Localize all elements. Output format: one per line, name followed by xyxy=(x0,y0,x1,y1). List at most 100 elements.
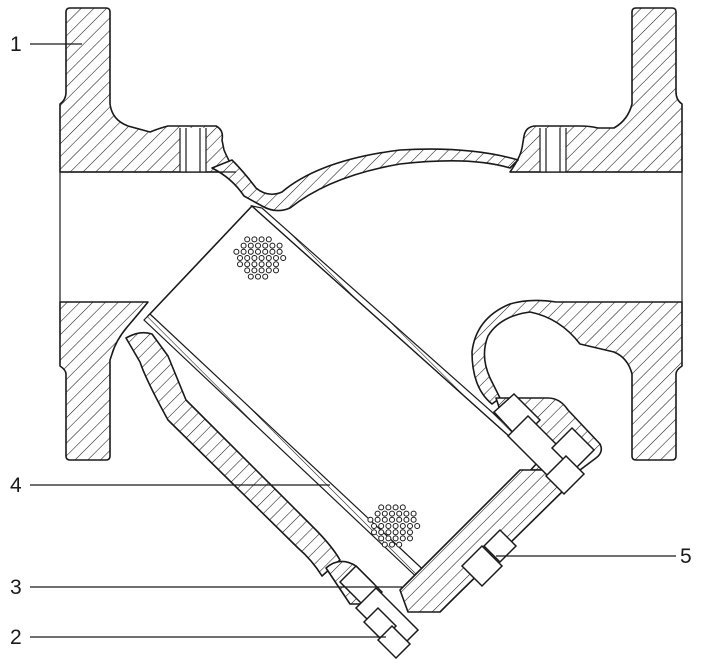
left-flange-upper xyxy=(59,7,237,173)
perforation-hole xyxy=(381,516,388,523)
perforation-hole xyxy=(265,236,272,243)
perforation-hole xyxy=(258,261,265,268)
perforation-hole xyxy=(251,261,258,268)
perforation-hole xyxy=(407,535,413,542)
perforation-hole xyxy=(392,535,399,542)
perforation-hole xyxy=(247,242,254,249)
perforation-hole xyxy=(399,529,406,536)
callout-2: 2 xyxy=(10,626,386,649)
perforation-hole xyxy=(392,529,399,536)
perforation-hole xyxy=(237,261,243,268)
perforation-hole xyxy=(399,535,406,542)
perforation-hole xyxy=(244,261,251,268)
perforation-hole xyxy=(265,255,272,261)
perforation-hole xyxy=(378,504,385,511)
callout-4: 4 xyxy=(10,474,330,497)
cover-bolt-lower-left xyxy=(325,560,420,660)
perforation-hole xyxy=(392,523,399,529)
perforation-hole xyxy=(381,510,388,517)
perforation-hole xyxy=(396,516,403,523)
screen-perforations-upper xyxy=(233,236,287,280)
callout-3-label: 3 xyxy=(10,576,22,599)
perforation-hole xyxy=(237,255,243,261)
perforation-hole xyxy=(392,504,399,511)
perforation-hole xyxy=(251,236,258,243)
left-flange-lower xyxy=(59,301,149,461)
flange-bolt-hole-left xyxy=(179,128,207,172)
flow-passage xyxy=(59,171,683,302)
perforation-hole xyxy=(403,510,410,517)
perforation-hole xyxy=(389,516,395,523)
perforation-hole xyxy=(244,267,251,274)
perforation-hole xyxy=(247,273,254,280)
perforation-hole xyxy=(385,523,392,529)
perforation-hole xyxy=(389,541,395,548)
flange-bolt-hole-right xyxy=(539,128,567,172)
perforation-hole xyxy=(374,516,381,523)
callout-3: 3 xyxy=(10,576,402,599)
perforation-hole xyxy=(265,267,272,274)
callout-5-label: 5 xyxy=(680,545,692,568)
perforation-hole xyxy=(240,242,247,249)
perforation-hole xyxy=(258,236,265,243)
callout-4-label: 4 xyxy=(10,474,22,497)
perforation-hole xyxy=(410,516,417,523)
perforation-hole xyxy=(240,248,247,255)
cover-bolt-upper-right xyxy=(492,392,596,496)
right-flange-upper xyxy=(509,7,683,173)
perforation-hole xyxy=(385,529,392,536)
perforation-hole xyxy=(262,273,269,280)
perforation-hole xyxy=(262,242,269,249)
perforation-hole xyxy=(265,261,272,268)
perforation-hole xyxy=(385,504,392,511)
body-top-wall xyxy=(211,148,519,212)
perforation-hole xyxy=(407,529,413,536)
perforation-hole xyxy=(410,510,417,517)
screen-perforations-lower xyxy=(367,504,421,548)
perforation-hole xyxy=(381,541,388,548)
perforation-hole xyxy=(399,523,406,529)
perforation-hole xyxy=(251,255,258,261)
drain-plug xyxy=(460,528,518,588)
perforation-hole xyxy=(374,510,381,517)
callout-2-label: 2 xyxy=(10,626,22,649)
perforation-hole xyxy=(269,248,276,255)
perforation-hole xyxy=(367,516,374,523)
callout-1-label: 1 xyxy=(10,33,22,56)
callout-1: 1 xyxy=(10,33,82,56)
perforation-hole xyxy=(255,242,261,249)
right-flange-lower xyxy=(471,299,683,461)
perforation-hole xyxy=(247,248,254,255)
perforation-hole xyxy=(269,242,276,249)
perforation-hole xyxy=(371,529,377,536)
perforation-hole xyxy=(403,516,410,523)
perforation-hole xyxy=(251,267,258,274)
perforation-hole xyxy=(371,523,377,529)
perforation-hole xyxy=(396,541,403,548)
perforation-hole xyxy=(385,535,392,542)
perforation-hole xyxy=(262,248,269,255)
perforation-hole xyxy=(244,255,251,261)
perforation-hole xyxy=(258,255,265,261)
perforation-hole xyxy=(378,523,385,529)
perforation-hole xyxy=(276,248,283,255)
perforation-hole xyxy=(389,510,395,517)
perforation-hole xyxy=(244,236,251,243)
perforation-hole xyxy=(378,529,385,536)
strainer-screen xyxy=(143,204,548,585)
perforation-hole xyxy=(258,267,265,274)
perforation-hole xyxy=(255,248,261,255)
perforation-hole xyxy=(280,255,287,261)
perforation-hole xyxy=(399,504,406,511)
perforation-hole xyxy=(273,255,279,261)
perforation-hole xyxy=(396,510,403,517)
perforation-hole xyxy=(378,535,385,542)
callout-5: 5 xyxy=(496,545,692,568)
perforation-hole xyxy=(273,261,279,268)
perforation-hole xyxy=(255,273,261,280)
perforation-hole xyxy=(407,523,413,529)
perforation-hole xyxy=(414,523,421,529)
perforation-hole xyxy=(276,242,283,249)
perforation-hole xyxy=(273,267,279,274)
